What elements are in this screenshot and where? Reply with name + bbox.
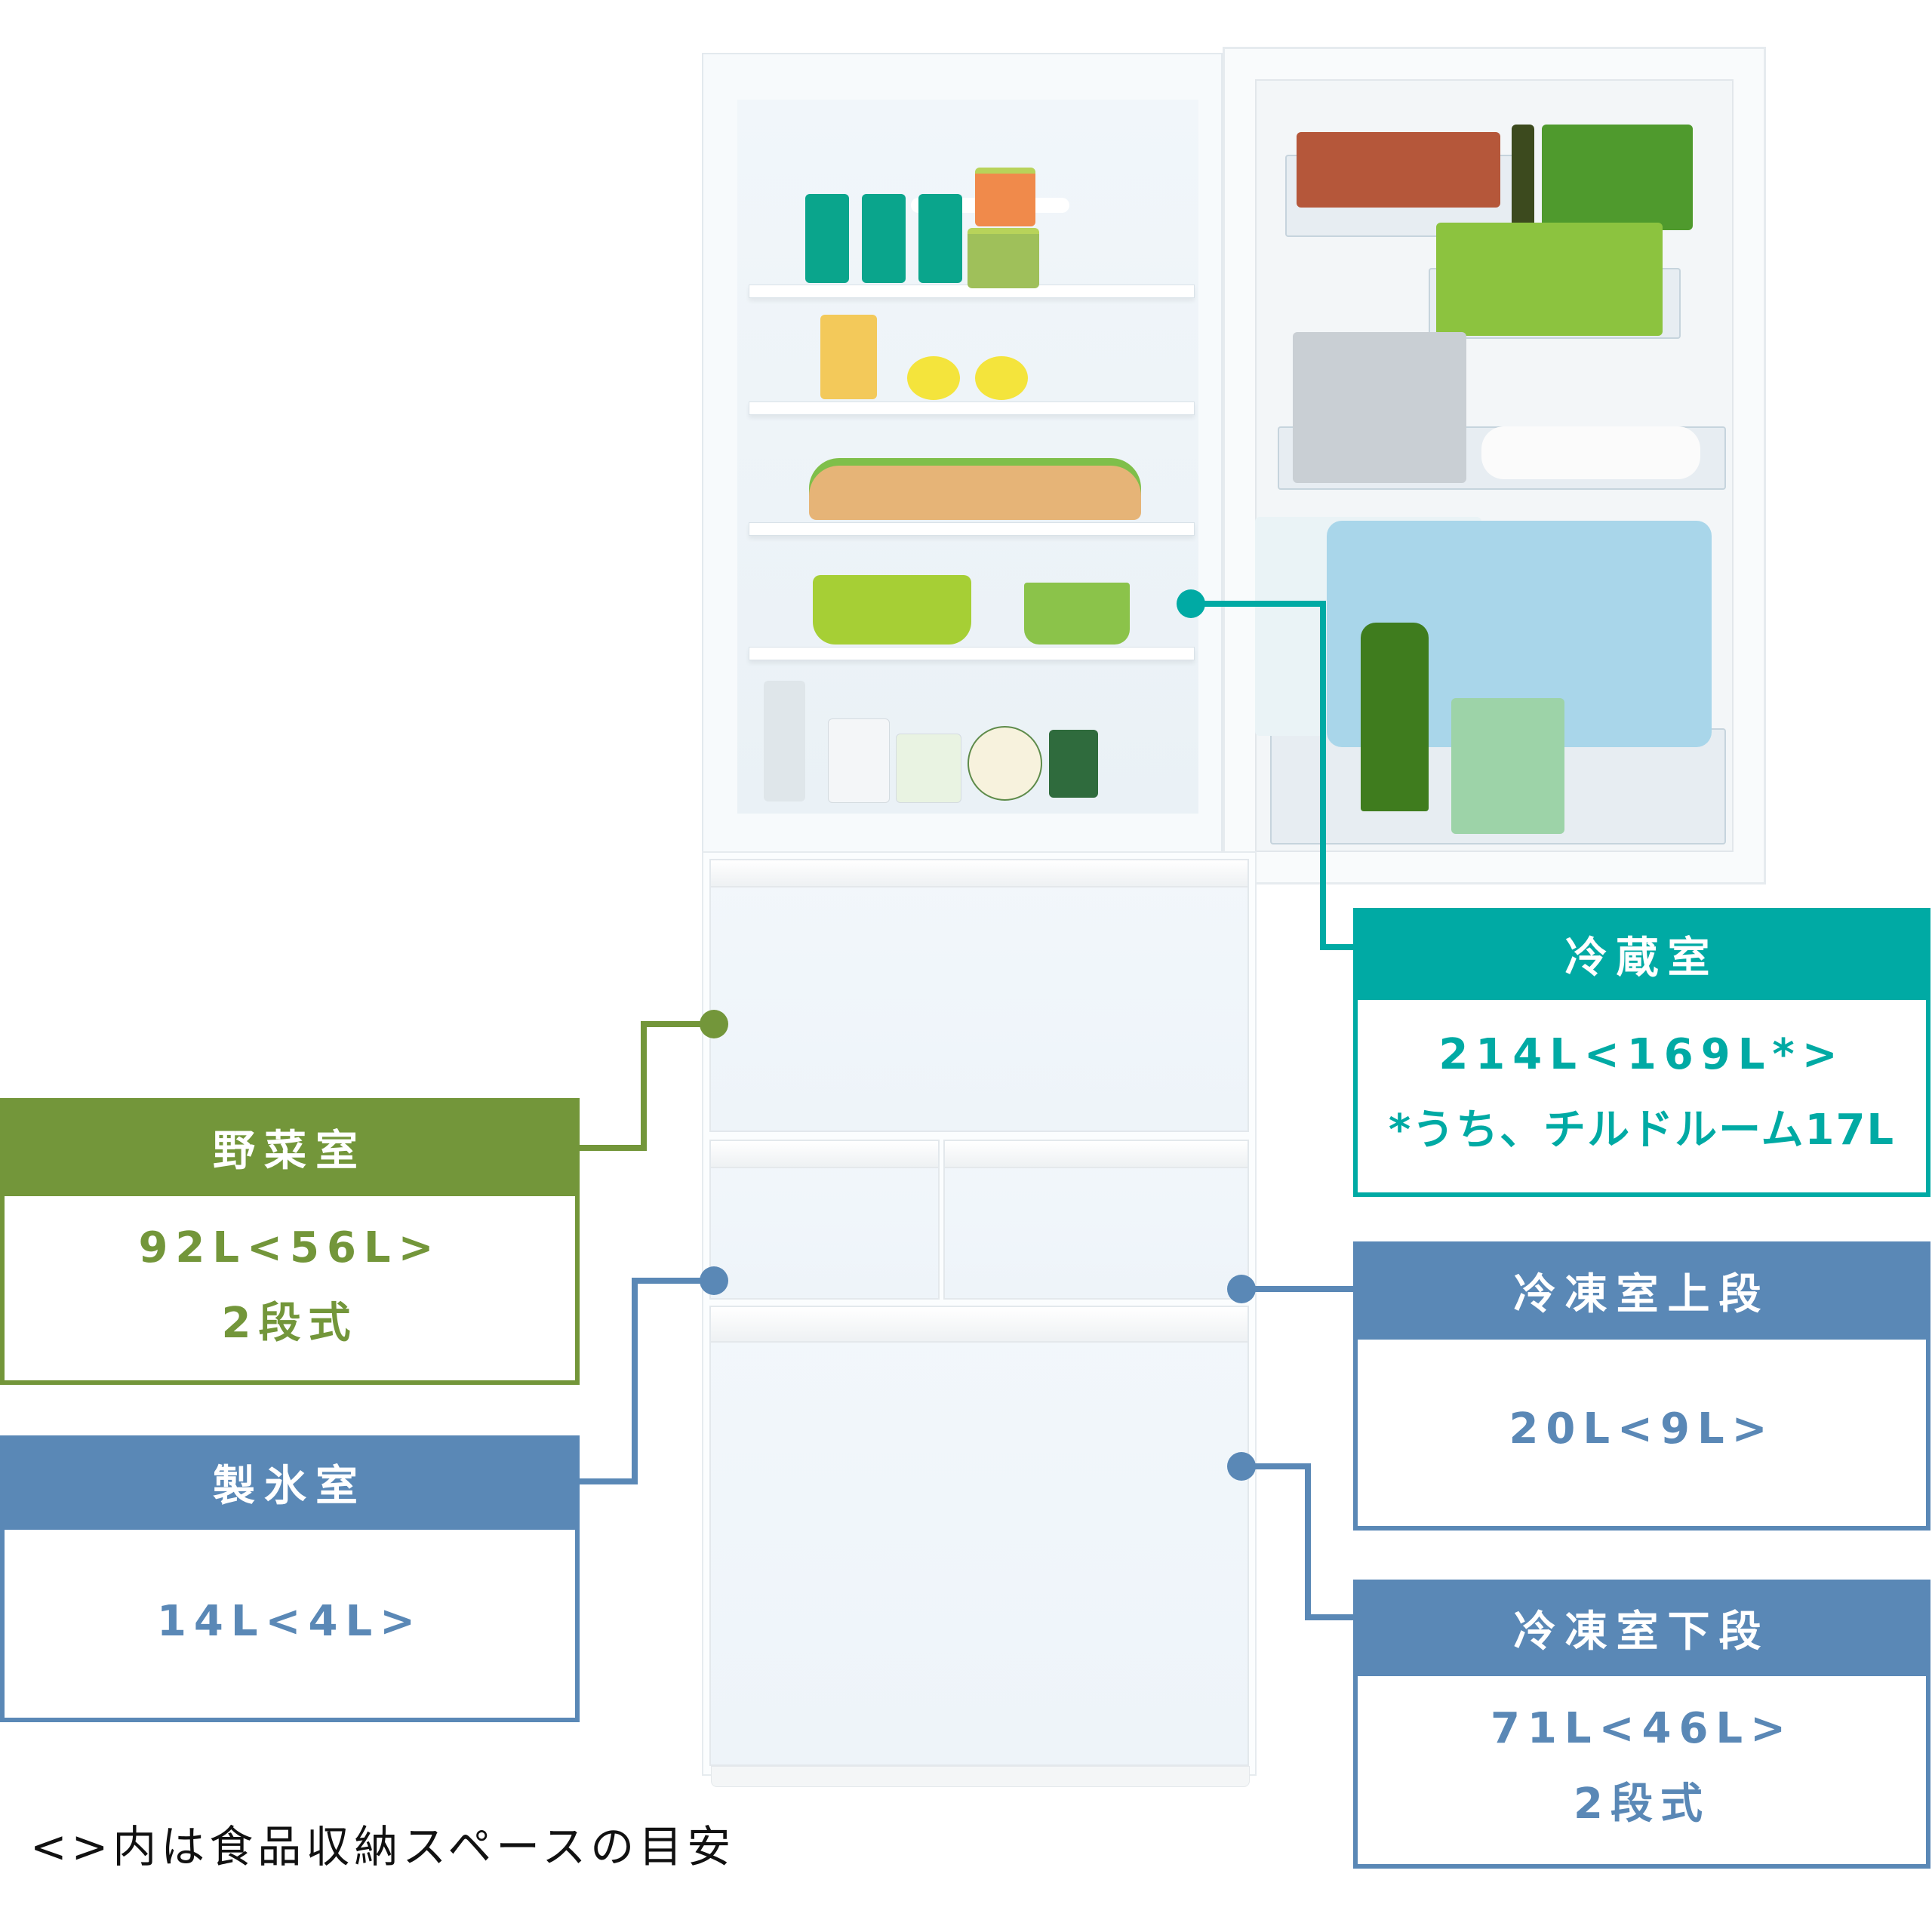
freezer-lower-capacity: 71L<46L> bbox=[1490, 1703, 1794, 1753]
beer-cans bbox=[1293, 332, 1466, 483]
oil-bottle bbox=[1512, 125, 1534, 230]
pickles-jar bbox=[820, 315, 877, 399]
drink-glass bbox=[805, 194, 849, 283]
carrot-container bbox=[975, 168, 1035, 226]
refrigerator-title: 冷蔵室 bbox=[1353, 908, 1930, 1000]
ice-maker-details: 14L<4L> bbox=[5, 1530, 575, 1713]
butter-tin bbox=[968, 726, 1042, 801]
refrigerator-capacity: 214L<169L*> bbox=[1438, 1029, 1845, 1079]
vegetable-connector bbox=[641, 1021, 713, 1027]
jars bbox=[1297, 132, 1500, 208]
green-pot bbox=[813, 575, 971, 645]
freezer-lower-tier-note: 2段式 bbox=[1574, 1779, 1710, 1829]
freezer-upper-connector bbox=[1241, 1286, 1355, 1292]
freezer-lower-connector bbox=[1305, 1614, 1355, 1620]
ice-maker-connector bbox=[632, 1278, 638, 1484]
fridge-base bbox=[711, 1766, 1250, 1787]
drawer-handle bbox=[711, 1307, 1247, 1343]
ice-maker-label: 製氷室 14L<4L> bbox=[0, 1435, 580, 1722]
freezer-upper-capacity: 20L<9L> bbox=[1509, 1404, 1775, 1454]
ice-maker-connector bbox=[632, 1278, 713, 1284]
vegetable-connector bbox=[577, 1145, 647, 1151]
vegetable-connector bbox=[641, 1021, 647, 1151]
fruit-cup bbox=[907, 356, 960, 400]
water-tank bbox=[764, 681, 805, 801]
ice-maker-title: 製氷室 bbox=[0, 1435, 580, 1530]
freezer-upper-details: 20L<9L> bbox=[1358, 1340, 1926, 1518]
drink-glass bbox=[918, 194, 962, 283]
freezer-lower-title: 冷凍室下段 bbox=[1353, 1580, 1930, 1676]
storage-space-footnote: <>内は食品収納スペースの目安 bbox=[30, 1821, 736, 1872]
lait-ribot bbox=[828, 718, 890, 803]
refrigerator-details: 214L<169L*> *うち、チルドルーム17L bbox=[1358, 1000, 1926, 1185]
freezer-upper-label: 冷凍室上段 20L<9L> bbox=[1353, 1241, 1930, 1531]
refrigerator-connector bbox=[1320, 944, 1356, 950]
vegetable-tier-note: 2段式 bbox=[221, 1299, 358, 1348]
drawer-handle bbox=[711, 1141, 938, 1168]
chicken-platter bbox=[809, 466, 1141, 520]
freezer-upper-title: 冷凍室上段 bbox=[1353, 1241, 1930, 1340]
refrigerator-door bbox=[1223, 47, 1766, 884]
ice-maker-connector bbox=[577, 1478, 638, 1484]
vegetable-title: 野菜室 bbox=[0, 1098, 580, 1196]
cheese-tub bbox=[896, 734, 961, 803]
freezer-lower-drawer bbox=[709, 1306, 1249, 1766]
shelf-2 bbox=[749, 401, 1195, 415]
freezer-lower-details: 71L<46L> 2段式 bbox=[1358, 1676, 1926, 1857]
refrigerator-label: 冷蔵室 214L<169L*> *うち、チルドルーム17L bbox=[1353, 908, 1930, 1197]
coconut-water bbox=[1451, 698, 1564, 834]
vegetable-drawer bbox=[709, 859, 1249, 1132]
vegetable-details: 92L<56L> 2段式 bbox=[5, 1196, 575, 1376]
refrigerator-chilled-note: *うち、チルドルーム17L bbox=[1388, 1105, 1896, 1155]
drink-glass bbox=[862, 194, 906, 283]
freezer-upper-drawer bbox=[943, 1140, 1249, 1300]
freezer-lower-connector bbox=[1305, 1463, 1311, 1620]
eggs bbox=[1481, 426, 1700, 479]
acai-juice bbox=[1436, 223, 1663, 336]
refrigerator-connector bbox=[1320, 601, 1326, 950]
salad-bowl bbox=[1024, 583, 1130, 645]
freezer-lower-label: 冷凍室下段 71L<46L> 2段式 bbox=[1353, 1580, 1930, 1869]
appletiser-bottles bbox=[1361, 623, 1429, 811]
fruit-cup bbox=[975, 356, 1028, 400]
cheese-pack bbox=[1049, 730, 1098, 798]
ice-maker-drawer bbox=[709, 1140, 940, 1300]
drawer-handle bbox=[711, 860, 1247, 888]
vegetable-label: 野菜室 92L<56L> 2段式 bbox=[0, 1098, 580, 1385]
freezer-lower-connector bbox=[1241, 1463, 1311, 1469]
drawer-handle bbox=[945, 1141, 1247, 1168]
refrigerator-connector bbox=[1191, 601, 1325, 607]
shelf-4 bbox=[749, 647, 1195, 660]
vegetable-capacity: 92L<56L> bbox=[138, 1223, 441, 1272]
refrigerator-cabinet bbox=[702, 53, 1223, 853]
pineapple-juice bbox=[1542, 125, 1693, 230]
sprouts-container bbox=[968, 228, 1039, 288]
shelf-3 bbox=[749, 522, 1195, 536]
ice-maker-capacity: 14L<4L> bbox=[156, 1596, 423, 1646]
fridge-lower-body bbox=[702, 851, 1257, 1776]
